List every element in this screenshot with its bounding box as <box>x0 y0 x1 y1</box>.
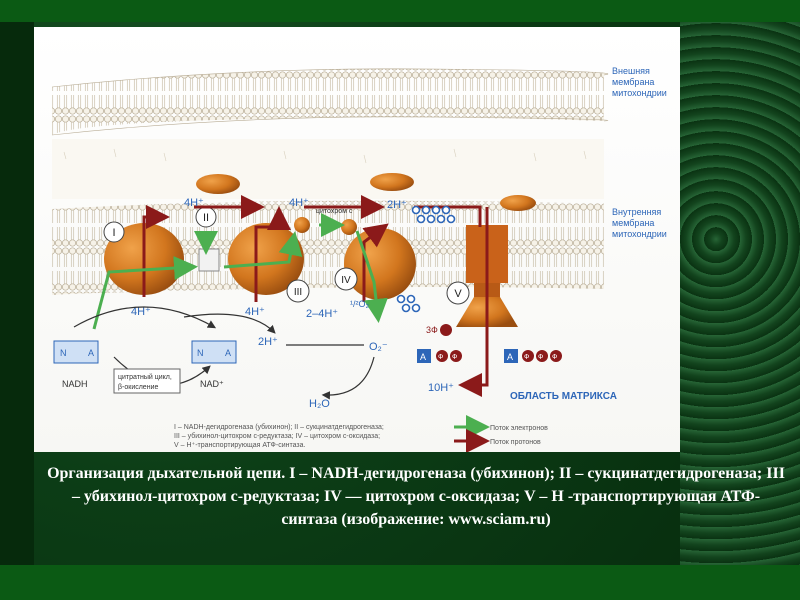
complex-1-badge <box>103 221 125 243</box>
electron-flow <box>92 213 388 330</box>
protein-cap-3 <box>500 195 536 211</box>
proton-ims-1: 4H⁺ <box>184 197 204 209</box>
svg-text:A: A <box>420 352 426 362</box>
complex-2-shape <box>198 248 220 272</box>
cytochrome-c-2 <box>341 219 357 235</box>
svg-text:Ф: Ф <box>552 354 557 361</box>
figure-legend: I – NADH-дегидрогеназа (убихинон); II – … <box>174 423 384 449</box>
proton-ims-3: 2H⁺ <box>387 199 407 211</box>
atp-synthesis: 3Ф A Ф Ф A Ф Ф Ф <box>417 324 562 363</box>
marble-texture <box>680 22 800 565</box>
slide-caption: Организация дыхательной цепи. I – NADH-д… <box>47 465 785 528</box>
protein-cap-1 <box>196 174 240 194</box>
bottom-band <box>0 565 800 600</box>
svg-text:N: N <box>60 348 67 358</box>
cycle-line-1: цитратный цикл, <box>118 373 172 381</box>
o2-minus-label: O₂⁻ <box>369 341 388 353</box>
proton-mat-2: 4H⁺ <box>245 306 265 318</box>
svg-text:I – NADH-дегидрогеназа (убихин: I – NADH-дегидрогеназа (убихинон); II – … <box>174 423 384 431</box>
phosphate-label: 3Ф <box>426 325 438 335</box>
svg-text:Ф: Ф <box>438 354 443 361</box>
cytochrome-c-label: цитохром с <box>316 208 353 215</box>
cycle-box <box>113 368 181 394</box>
complex-2-label: II <box>203 212 209 224</box>
svg-text:Ф: Ф <box>452 354 457 361</box>
svg-text:A: A <box>88 348 94 358</box>
top-band <box>0 0 800 22</box>
protein-cap-2 <box>370 173 414 191</box>
svg-text:Ф: Ф <box>524 354 529 361</box>
legend-electron-text: Поток электронов <box>490 425 548 432</box>
svg-text:A: A <box>507 352 513 362</box>
complex-5-badge <box>446 281 470 305</box>
nadh-molecule: N A NADH <box>53 340 99 389</box>
matrix-label: ОБЛАСТЬ МАТРИКСА <box>510 391 617 402</box>
svg-text:Внутренняя: Внутренняя <box>612 207 661 217</box>
cytochrome-c-1 <box>294 217 310 233</box>
svg-text:Ф: Ф <box>538 354 543 361</box>
proton-labels: 4H⁺ 4H⁺ 2H⁺ 4H⁺ 4H⁺ 2–4H⁺ 2H⁺ 10H⁺ <box>131 197 454 394</box>
svg-text:V – H⁺-транспортирующая АТФ-си: V – H⁺-транспортирующая АТФ-синтаза. <box>174 442 306 449</box>
ubiquinone-pool <box>396 205 456 313</box>
nadh-label: NADH <box>62 379 88 389</box>
proton-ims-2: 4H⁺ <box>289 197 309 209</box>
nad-molecule: N A NAD⁺ <box>191 340 237 389</box>
complex-5-label: V <box>454 288 462 300</box>
nad-label: NAD⁺ <box>200 379 224 389</box>
svg-text:митохондрии: митохондрии <box>612 88 667 98</box>
proton-mat-4: 2H⁺ <box>258 336 278 348</box>
intermembrane-texture <box>63 148 587 164</box>
left-background <box>0 22 34 565</box>
complex-1-label: I <box>112 227 115 239</box>
proton-mat-1: 4H⁺ <box>131 306 151 318</box>
mitochondria-diagram: I II III IV V <box>34 27 680 452</box>
outer-membrane-label: Внешняя мембрана митохондрии <box>612 66 667 98</box>
o2-half-label: ¹/²O₂ <box>350 299 369 309</box>
cycle-line-2: β-окисление <box>118 384 158 391</box>
inner-membrane-label: Внутренняя мембрана митохондрии <box>612 207 667 239</box>
legend-proton-text: Поток протонов <box>490 439 541 446</box>
outer-membrane <box>51 68 609 136</box>
svg-text:Внешняя: Внешняя <box>612 66 650 76</box>
complex-3-label: III <box>294 287 302 298</box>
proton-out: 10H⁺ <box>428 382 454 394</box>
complex-4-badge <box>334 267 358 291</box>
proton-mat-3: 2–4H⁺ <box>306 308 338 320</box>
complex-4-label: IV <box>341 275 351 286</box>
complex-3-badge <box>286 279 310 303</box>
intermembrane-space <box>52 139 604 199</box>
svg-text:III – убихинол-цитохром с-реду: III – убихинол-цитохром с-редуктаза; IV … <box>174 432 380 440</box>
svg-text:N: N <box>197 348 204 358</box>
svg-text:A: A <box>225 348 231 358</box>
svg-text:митохондрии: митохондрии <box>612 229 667 239</box>
water-label: H₂O <box>309 398 330 410</box>
svg-text:мембрана: мембрана <box>612 77 654 87</box>
complex-4-shape <box>344 228 416 300</box>
svg-text:мембрана: мембрана <box>612 218 654 228</box>
